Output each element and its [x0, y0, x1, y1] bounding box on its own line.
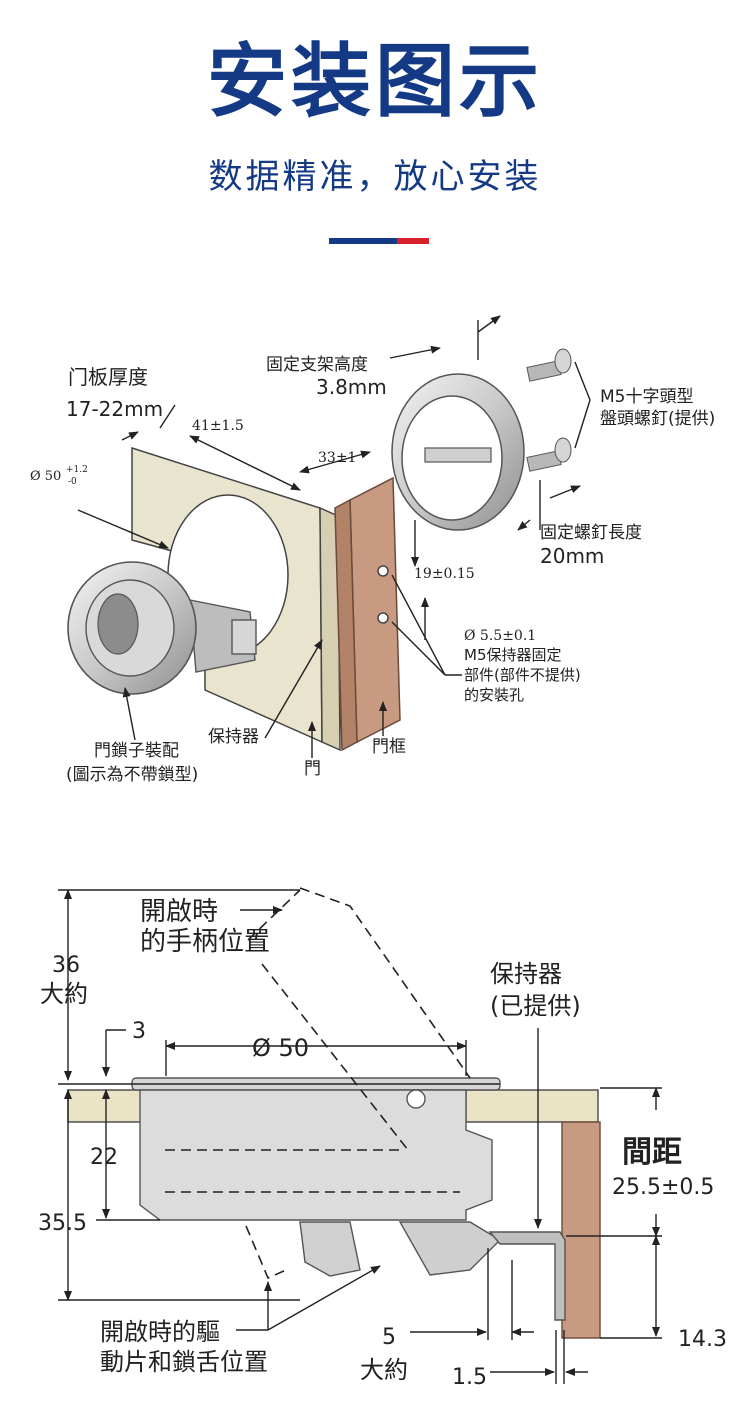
- handle-open-label-line1: 開啟時: [140, 897, 218, 927]
- latch-label-line1: 門鎖子裝配: [94, 741, 179, 761]
- exploded-view: 门板厚度 17-22mm 固定支架高度 3.8mm M5十字頭型 盤頭螺釘(提供…: [30, 315, 715, 785]
- retainer-provided-line1: 保持器: [490, 960, 562, 988]
- screw-upper: [526, 348, 572, 382]
- frame-label: 門框: [372, 737, 406, 757]
- screw-length-label: 固定螺釘長度: [540, 523, 642, 543]
- page-subtitle: 数据精准，放心安装: [208, 157, 542, 197]
- dim-5: 5: [382, 1325, 396, 1350]
- mount-hole-line4: 的安裝孔: [464, 686, 524, 704]
- retainer-provided-line2: (已提供): [490, 992, 581, 1020]
- approx-label-36: 大約: [40, 980, 88, 1008]
- dim-41: 41±1.5: [192, 418, 244, 434]
- door-section-right: [465, 1089, 599, 1123]
- screw-lower: [526, 437, 572, 472]
- handle-open-label-line2: 的手柄位置: [140, 927, 270, 957]
- dim-hole-diameter: Ø 50: [30, 469, 61, 484]
- bracket-height-label: 固定支架高度: [266, 355, 368, 375]
- dim-36: 36: [52, 953, 80, 978]
- retainer-ring: [391, 373, 525, 531]
- screw-label-line2: 盤頭螺釘(提供): [600, 409, 715, 429]
- dim-19: 19±0.15: [414, 566, 475, 582]
- latch-assembly: [67, 561, 257, 695]
- tongue-piece: [398, 1221, 502, 1276]
- latch-label-line2: (圖示為不帶鎖型): [66, 765, 198, 785]
- accent-bar-red: [397, 238, 429, 244]
- dim-hole-tolerance-lower: -0: [68, 477, 77, 487]
- cam-position-line2: 動片和鎖舌位置: [100, 1348, 268, 1376]
- dim-14-3: 14.3: [678, 1327, 727, 1352]
- dim-35-5: 35.5: [38, 1211, 87, 1236]
- cam-position-line1: 開啟時的驅: [100, 1318, 220, 1346]
- gap-label: 間距: [622, 1135, 682, 1170]
- retainer-label: 保持器: [208, 727, 259, 747]
- section-view: 開啟時 的手柄位置 36 大約 保持器 (已提供) 3 Ø 50 22 35.5…: [38, 887, 727, 1390]
- retainer-bracket: [488, 1231, 566, 1321]
- mount-hole-line2: M5保持器固定: [464, 646, 562, 664]
- door-frame: [334, 476, 401, 752]
- screw-length-value: 20mm: [540, 544, 604, 568]
- screw-label-line1: M5十字頭型: [600, 387, 693, 407]
- mount-hole-upper: [377, 565, 389, 577]
- latch-body: [139, 1089, 493, 1221]
- dim-1-5: 1.5: [452, 1365, 487, 1390]
- door-thickness-label: 门板厚度: [68, 365, 148, 389]
- dim-3: 3: [132, 1019, 146, 1044]
- door-thickness-value: 17-22mm: [66, 397, 163, 421]
- page-title: 安装图示: [207, 35, 543, 128]
- dim-hole-tolerance-upper: +1.2: [66, 465, 88, 475]
- bracket-height-value: 3.8mm: [316, 375, 387, 399]
- dim-33: 33±1: [318, 450, 356, 466]
- mount-hole-lower: [377, 612, 389, 624]
- cam-piece: [299, 1221, 361, 1277]
- approx-label-5: 大約: [360, 1356, 408, 1384]
- gap-value: 25.5±0.5: [612, 1175, 714, 1200]
- door-label: 門: [304, 759, 321, 779]
- frame-section: [561, 1121, 601, 1339]
- mount-hole-line3: 部件(部件不提供): [464, 666, 581, 684]
- mount-hole-line1: Ø 5.5±0.1: [464, 628, 536, 644]
- dim-22: 22: [90, 1145, 118, 1170]
- dim-50: Ø 50: [252, 1034, 309, 1062]
- accent-bar-blue: [329, 238, 397, 244]
